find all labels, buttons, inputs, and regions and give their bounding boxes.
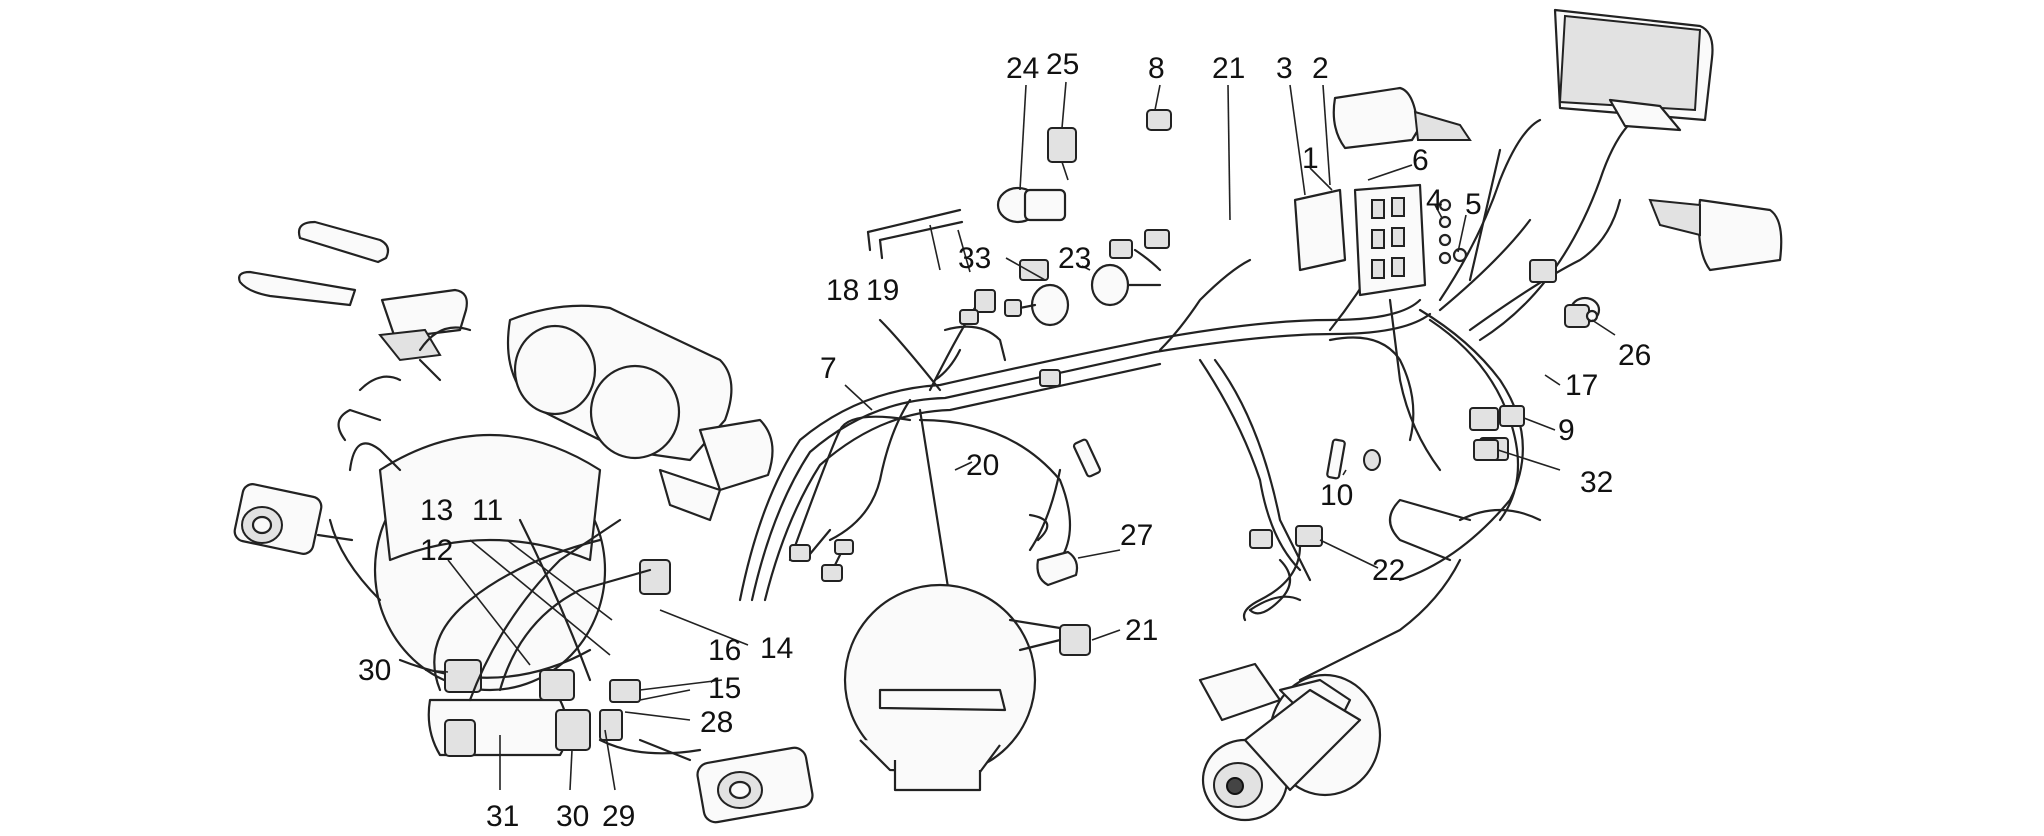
label-7: 7 [820,352,837,385]
small-components-top [788,109,1172,582]
label-5: 5 [1465,188,1482,221]
label-27: 27 [1120,519,1153,552]
sensor-22 [1242,525,1323,622]
switch-top-left [1332,86,1472,150]
label-32: 32 [1580,466,1613,499]
label-22: 22 [1372,554,1405,587]
label-31: 31 [486,800,519,833]
alternator [843,583,1037,792]
label-24: 24 [1006,52,1039,85]
label-6: 6 [1412,144,1429,177]
label-28: 28 [700,706,733,739]
label-10: 10 [1320,479,1353,512]
wiring-left [328,326,702,762]
label-23: 23 [1058,242,1091,275]
turn-signal-right [696,746,814,824]
switch-right [1648,198,1783,272]
label-11: 11 [472,494,503,527]
headlight [373,433,607,757]
main-harness [738,108,1652,602]
label-16: 16 [708,634,741,667]
leader-lines [424,81,1616,791]
label-18: 18 [826,274,859,307]
label-26: 26 [1618,339,1651,372]
label-33: 33 [958,242,991,275]
label-21-bottom: 21 [1125,614,1158,647]
label-25: 25 [1046,48,1079,81]
label-8: 8 [1148,52,1165,85]
turn-signal-left [233,483,354,555]
label-14: 14 [760,632,793,665]
connector-21-lower [1008,618,1091,656]
label-15: 15 [708,672,741,705]
label-1: 1 [1302,142,1319,175]
fuse-box [1293,183,1468,297]
label-4: 4 [1426,184,1443,217]
label-29: 29 [602,800,635,833]
label-2: 2 [1312,52,1329,85]
relay-group-left [444,559,671,757]
label-13: 13 [420,494,453,527]
fuse-10 [1326,438,1381,480]
label-20: 20 [966,449,999,482]
bulb-27 [1028,513,1079,587]
label-30-left: 30 [358,654,391,687]
part-number-labels: 1 2 3 4 5 6 7 8 9 10 11 12 13 14 15 16 1… [358,48,1651,833]
instrument-top-right [1553,8,1714,132]
handlebar-assembly [238,220,468,362]
label-21-top: 21 [1212,52,1245,85]
label-19: 19 [866,274,899,307]
label-30-bottom: 30 [556,800,589,833]
label-17: 17 [1565,369,1598,402]
label-3: 3 [1276,52,1293,85]
instrument-cluster [506,304,774,522]
label-9: 9 [1558,414,1575,447]
connector-26 [1564,304,1599,328]
starter-motor [1198,662,1382,822]
label-12: 12 [420,534,453,567]
starter-branch [1248,498,1542,682]
